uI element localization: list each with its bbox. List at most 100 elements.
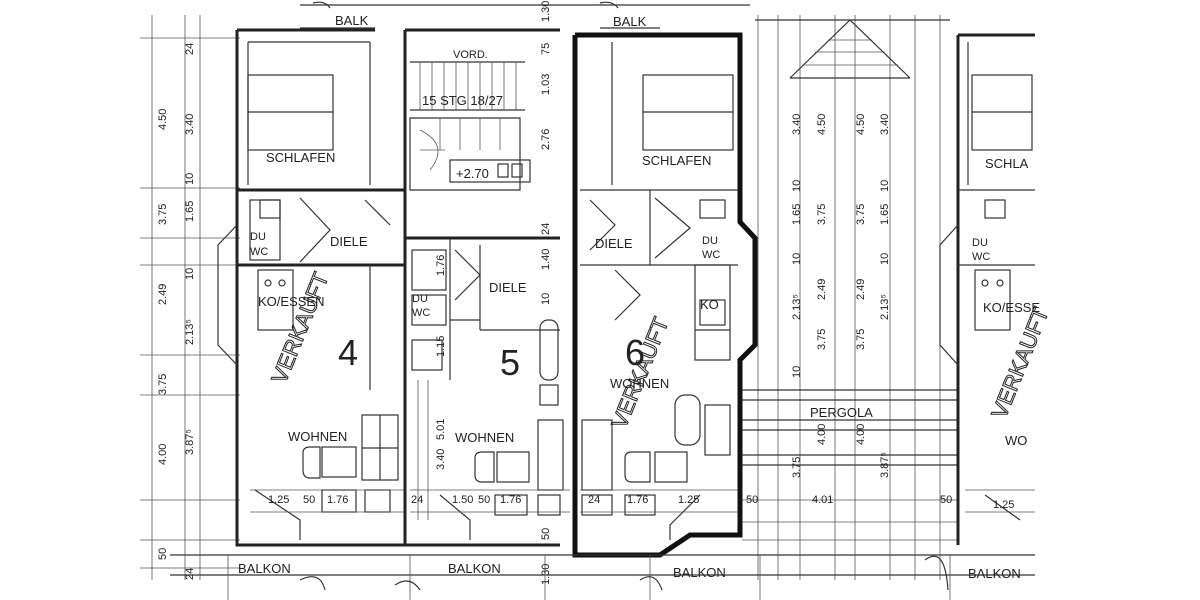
dimension-pergola_col_a-2: 1.65 — [791, 204, 803, 225]
label-du-2: DU — [412, 293, 428, 305]
dimension-unit5_bottom-1: 50 — [478, 494, 490, 506]
label-wc-3: WC — [702, 249, 720, 261]
balconies — [170, 554, 1035, 600]
label-balkon-1: BALKON — [238, 561, 291, 576]
dimension-stair_col-0: 1.30 — [540, 1, 552, 22]
label-du-4: DU — [972, 237, 988, 249]
label-wc-1: WC — [250, 246, 268, 258]
label-level: +2.70 — [456, 166, 489, 181]
dimension-left_outer-4: 4.00 — [157, 444, 169, 465]
label-pergola: PERGOLA — [810, 405, 873, 420]
pergola-area — [742, 15, 958, 580]
dimension-pergola_col_a-4: 2.13⁵ — [791, 294, 803, 320]
dimension-unit6_bottom-4: 4.01 — [812, 494, 833, 506]
dimension-stair_col-1: 75 — [540, 43, 552, 55]
label-du-3: DU — [702, 235, 718, 247]
dimension-left_inner-6: 3.87⁵ — [184, 429, 196, 455]
dimension-unit6_bottom-1: 1.76 — [627, 494, 648, 506]
dimension-pergola_col_a-5: 10 — [791, 366, 803, 378]
dimension-stair_col-7: 50 — [540, 528, 552, 540]
label-wohnen-2: WOHNEN — [455, 430, 514, 445]
dimension-unit6_bottom-2: 1.25 — [678, 494, 699, 506]
dimension-left_outer-1: 3.75 — [157, 204, 169, 225]
dimension-lines-left — [140, 15, 240, 580]
dimension-unit5_inner-1: 1.15 — [435, 336, 447, 357]
dimension-pergola_col_d-5: 3.87⁵ — [879, 452, 891, 478]
dimension-unit5_inner-2: 3.40 — [435, 449, 447, 470]
dimension-stair_col-4: 24 — [540, 223, 552, 235]
dimension-pergola_col_c-4: 4.00 — [855, 424, 867, 445]
dimension-left_outer-3: 3.75 — [157, 374, 169, 395]
dimension-stair_col-8: 1.30 — [540, 564, 552, 585]
label-wc-2: WC — [412, 307, 430, 319]
label-vord: VORD. — [453, 49, 488, 61]
dimension-stair_col-2: 1.03 — [540, 74, 552, 95]
top-balconies — [300, 1, 750, 29]
dimension-left_inner-3: 1.65 — [184, 201, 196, 222]
unit-number-6: 6 — [625, 332, 645, 373]
dimension-pergola_col_b-2: 2.49 — [816, 279, 828, 300]
dimension-pergola_col_a-0: 3.40 — [791, 114, 803, 135]
dimension-pergola_col_d-3: 10 — [879, 253, 891, 265]
label-balk-left: BALK — [335, 13, 369, 28]
label-balkon-4: BALKON — [968, 566, 1021, 581]
dimension-left_inner-1: 3.40 — [184, 114, 196, 135]
label-wohnen-1: WOHNEN — [288, 429, 347, 444]
dimension-left_inner-0: 24 — [184, 43, 196, 55]
dimension-pergola_col_d-2: 1.65 — [879, 204, 891, 225]
dimension-pergola_col_a-6: 3.75 — [791, 457, 803, 478]
dimension-unit4_bottom-1: 50 — [303, 494, 315, 506]
dimension-pergola_col_c-1: 3.75 — [855, 204, 867, 225]
label-balkon-3: BALKON — [673, 565, 726, 580]
dimension-unit5_inner-3: 5.01 — [435, 419, 447, 440]
dimension-unit4_bottom-0: 1.25 — [268, 494, 289, 506]
label-wc-4: WC — [972, 251, 990, 263]
label-diele-2: DIELE — [489, 280, 527, 295]
label-diele-3: DIELE — [595, 236, 633, 251]
dimension-pergola_col_a-3: 10 — [791, 253, 803, 265]
dimension-left_outer-2: 2.49 — [157, 284, 169, 305]
dimension-unit5_bottom-0: 1.50 — [452, 494, 473, 506]
dimension-pergola_col_c-3: 3.75 — [855, 329, 867, 350]
dimension-stair_col-6: 10 — [540, 293, 552, 305]
unit-number-4: 4 — [338, 332, 358, 373]
dimension-pergola_col_c-0: 4.50 — [855, 114, 867, 135]
dimension-stair_col-3: 2.76 — [540, 129, 552, 150]
dimension-right_bottom-0: 1.25 — [993, 499, 1014, 511]
label-ko: KO — [700, 297, 719, 312]
dimension-labels: 4.50 3.75 2.49 3.75 4.00 50 24 3.40 10 1.65 10 2.13… — [157, 1, 1014, 585]
stair-core — [364, 28, 560, 240]
label-wohnen-3: WOHNEN — [610, 376, 669, 391]
dimension-unit6_bottom-3: 50 — [746, 494, 758, 506]
label-du-1: DU — [250, 231, 266, 243]
dimension-unit6_bottom-0: 24 — [588, 494, 600, 506]
label-schlafen-left: SCHLAFEN — [266, 150, 335, 165]
label-balkon-2: BALKON — [448, 561, 501, 576]
dimension-unit5_inner-0: 1.76 — [435, 255, 447, 276]
dimension-unit6_bottom-5: 50 — [940, 494, 952, 506]
dimension-pergola_col_b-4: 4.00 — [816, 424, 828, 445]
dimension-left_outer-0: 4.50 — [157, 109, 169, 130]
dimension-pergola_col_c-2: 2.49 — [855, 279, 867, 300]
dimension-left_outer-5: 50 — [157, 548, 169, 560]
label-ko-essen-right: KO/ESSE — [983, 300, 1040, 315]
dimension-pergola_col_b-3: 3.75 — [816, 329, 828, 350]
dimension-unit4_bottom-2: 1.76 — [327, 494, 348, 506]
dimension-left_inner-5: 2.13⁵ — [184, 319, 196, 345]
label-balk-mid: BALK — [613, 14, 647, 29]
label-ko-essen-left: KO/ESSEN — [258, 294, 324, 309]
label-stair: 15 STG 18/27 — [422, 93, 503, 108]
dimension-left_inner-4: 10 — [184, 268, 196, 280]
unit-number-5: 5 — [500, 342, 520, 383]
dimension-pergola_col_d-4: 2.13⁵ — [879, 294, 891, 320]
dimension-pergola_col_d-1: 10 — [879, 180, 891, 192]
label-schlafen-right: SCHLA — [985, 156, 1029, 171]
unit-5 — [403, 238, 570, 547]
unit-right-partial — [939, 33, 1035, 545]
dimension-pergola_col_d-0: 3.40 — [879, 114, 891, 135]
label-schlafen-mid: SCHLAFEN — [642, 153, 711, 168]
dimension-pergola_col_b-0: 4.50 — [816, 114, 828, 135]
dimension-pergola_col_a-1: 10 — [791, 180, 803, 192]
label-wohnen-4: WO — [1005, 433, 1027, 448]
